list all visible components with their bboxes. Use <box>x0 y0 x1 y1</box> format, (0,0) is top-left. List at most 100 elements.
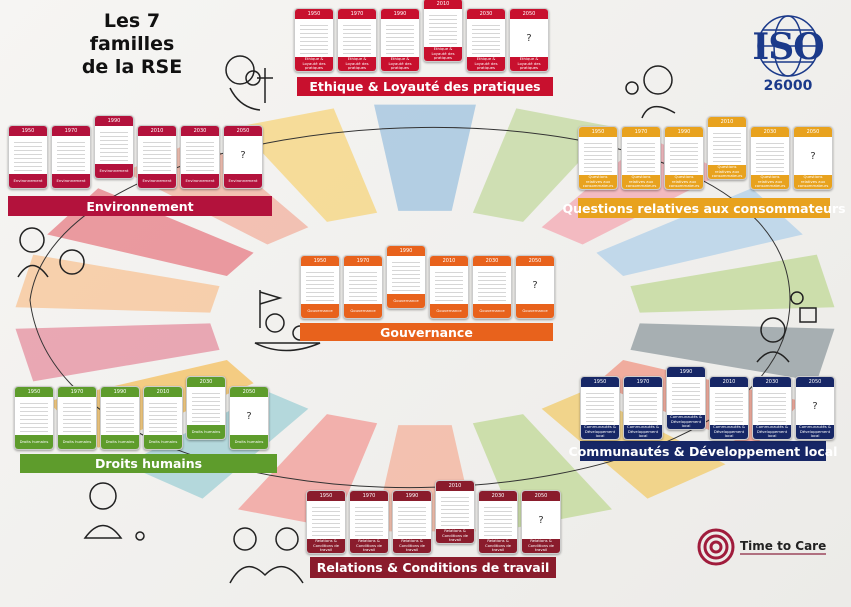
card-body <box>387 256 425 294</box>
card-year: 1990 <box>393 491 431 501</box>
family-card[interactable]: 2050 ? Environnement <box>223 125 263 189</box>
earth-illustration-icon <box>17 227 85 278</box>
sad-person-illustration-icon <box>83 482 145 541</box>
card-text-lines <box>713 130 741 162</box>
family-card[interactable]: 2030 Relations & Conditions de travail <box>478 490 518 554</box>
card-family-label: Ethique & Loyauté des pratiques <box>467 57 505 71</box>
family-card[interactable]: 2050 ? Questions relatives aux consommat… <box>793 126 833 190</box>
family-card[interactable]: 2030 Questions relatives aux consommateu… <box>750 126 790 190</box>
card-family-label: Gouvernance <box>430 304 468 318</box>
card-body <box>344 266 382 304</box>
family-card[interactable]: 1970 Ethique & Loyauté des pratiques <box>337 8 377 72</box>
card-body <box>624 387 662 425</box>
card-year: 1970 <box>624 377 662 387</box>
card-text-lines <box>398 504 426 536</box>
card-body: ? <box>522 501 560 539</box>
card-year: 1950 <box>307 491 345 501</box>
card-body <box>101 397 139 435</box>
family-card[interactable]: 2010 Ethique & Loyauté des pratiques <box>423 0 463 62</box>
family-card[interactable]: 1990 Ethique & Loyauté des pratiques <box>380 8 420 72</box>
card-family-label: Ethique & Loyauté des pratiques <box>381 57 419 71</box>
card-family-label: Droits humains <box>144 435 182 449</box>
card-body <box>138 136 176 174</box>
card-text-lines <box>478 269 506 301</box>
family-card[interactable]: 2030 Gouvernance <box>472 255 512 319</box>
family-card[interactable]: 1970 Droits humains <box>57 386 97 450</box>
unknown-card-mark: ? <box>240 149 246 161</box>
family-card[interactable]: 2010 Environnement <box>137 125 177 189</box>
family-card[interactable]: 2050 ? Communautés & Développement local <box>795 376 835 440</box>
card-text-lines <box>756 140 784 172</box>
family-card[interactable]: 1950 Relations & Conditions de travail <box>306 490 346 554</box>
family-card[interactable]: 1990 Gouvernance <box>386 245 426 309</box>
card-text-lines <box>186 139 214 171</box>
card-text-lines <box>715 390 743 422</box>
family-card[interactable]: 1950 Environnement <box>8 125 48 189</box>
family-card[interactable]: 1990 Questions relatives aux consommateu… <box>664 126 704 190</box>
card-body <box>338 19 376 57</box>
card-year: 2050 <box>516 256 554 266</box>
family-card[interactable]: 1970 Gouvernance <box>343 255 383 319</box>
family-card[interactable]: 1990 Communautés & Développement local <box>666 366 706 430</box>
family-card[interactable]: 1950 Communautés & Développement local <box>580 376 620 440</box>
card-family-label: Environnement <box>224 174 262 188</box>
card-body <box>622 137 660 175</box>
card-year: 1970 <box>58 387 96 397</box>
family-card[interactable]: 2010 Questions relatives aux consommateu… <box>707 116 747 180</box>
family-card[interactable]: 2010 Gouvernance <box>429 255 469 319</box>
family-card[interactable]: 1950 Gouvernance <box>300 255 340 319</box>
family-card[interactable]: 1970 Communautés & Développement local <box>623 376 663 440</box>
card-family-label: Ethique & Loyauté des pratiques <box>424 47 462 61</box>
family-card[interactable]: 2050 ? Droits humains <box>229 386 269 450</box>
family-card[interactable]: 2030 Environnement <box>180 125 220 189</box>
card-year: 2050 <box>796 377 834 387</box>
family-card[interactable]: 2050 ? Relations & Conditions de travail <box>521 490 561 554</box>
family-card[interactable]: 2050 ? Ethique & Loyauté des pratiques <box>509 8 549 72</box>
card-year: 2030 <box>187 377 225 387</box>
family-card[interactable]: 1950 Droits humains <box>14 386 54 450</box>
card-year: 2010 <box>138 126 176 136</box>
family-banner-consommateurs: Questions relatives aux consommateurs <box>562 198 846 218</box>
card-text-lines <box>149 400 177 432</box>
card-year: 1970 <box>338 9 376 19</box>
family-card[interactable]: 1950 Ethique & Loyauté des pratiques <box>294 8 334 72</box>
card-family-label: Questions relatives aux consommateurs <box>751 175 789 189</box>
card-text-lines <box>57 139 85 171</box>
card-body <box>424 9 462 47</box>
globe-icon <box>757 15 819 77</box>
card-year: 1990 <box>387 246 425 256</box>
card-family-label: Droits humains <box>15 435 53 449</box>
card-body <box>710 387 748 425</box>
family-card[interactable]: 2030 Communautés & Développement local <box>752 376 792 440</box>
family-card[interactable]: 1970 Environnement <box>51 125 91 189</box>
family-card[interactable]: 1970 Relations & Conditions de travail <box>349 490 389 554</box>
card-family-label: Droits humains <box>58 435 96 449</box>
family-card[interactable]: 2010 Droits humains <box>143 386 183 450</box>
family-card[interactable]: 2030 Droits humains <box>186 376 226 440</box>
card-body <box>667 377 705 415</box>
card-text-lines <box>392 259 420 291</box>
family-card[interactable]: 1990 Relations & Conditions de travail <box>392 490 432 554</box>
card-year: 2030 <box>479 491 517 501</box>
card-text-lines <box>143 139 171 171</box>
card-body: ? <box>230 397 268 435</box>
card-year: 2030 <box>473 256 511 266</box>
poster-title: Les 7 familles de la RSE <box>62 10 202 79</box>
family-card[interactable]: 2050 ? Gouvernance <box>515 255 555 319</box>
family-card[interactable]: 1970 Questions relatives aux consommateu… <box>621 126 661 190</box>
family-card[interactable]: 2010 Communautés & Développement local <box>709 376 749 440</box>
family-card[interactable]: 1990 Environnement <box>94 115 134 179</box>
unknown-card-mark: ? <box>526 32 532 44</box>
family-card[interactable]: 2010 Relations & Conditions de travail <box>435 480 475 544</box>
family-card[interactable]: 1990 Droits humains <box>100 386 140 450</box>
card-body <box>753 387 791 425</box>
family-card[interactable]: 1950 Questions relatives aux consommateu… <box>578 126 618 190</box>
family-card[interactable]: 2030 Ethique & Loyauté des pratiques <box>466 8 506 72</box>
card-text-lines <box>435 269 463 301</box>
card-year: 2010 <box>144 387 182 397</box>
card-family-label: Communautés & Développement local <box>710 425 748 439</box>
card-year: 1990 <box>95 116 133 126</box>
